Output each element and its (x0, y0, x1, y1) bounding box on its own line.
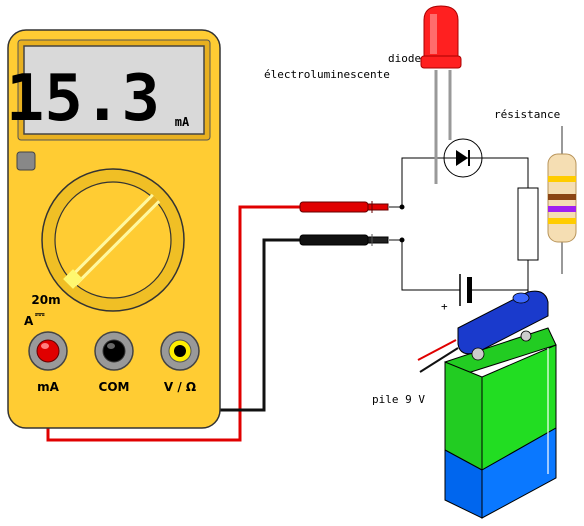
dc-symbol: ⎓ (35, 307, 45, 321)
display-value: 15.3 (6, 62, 160, 136)
jack-label-com: COM (99, 380, 130, 394)
display-unit: mA (175, 115, 190, 129)
mode-label: A (24, 314, 34, 328)
resistor-symbol (517, 187, 539, 261)
battery-9v (417, 290, 557, 519)
jack-v-ohm[interactable] (160, 331, 200, 371)
diode-symbol (443, 138, 483, 178)
circuit-schematic (399, 157, 529, 300)
diode-label-line2: électroluminescente (264, 68, 390, 81)
jack-label-v-ohm: V / Ω (164, 380, 196, 394)
resistor-component (547, 126, 577, 274)
jack-ma[interactable] (28, 331, 68, 371)
lcd-screen (23, 45, 205, 135)
led-component (420, 5, 462, 184)
battery-symbol (459, 274, 472, 306)
resistor-label: résistance (494, 108, 560, 121)
diode-label-line1: diode (388, 52, 421, 65)
jack-com[interactable] (94, 331, 134, 371)
battery-plus-label: + (441, 300, 448, 313)
battery-clip (457, 290, 549, 355)
power-button[interactable] (16, 151, 36, 171)
battery-label: pile 9 V (372, 393, 425, 406)
multimeter: 15.3 mA 20m A ⎓ mA (6, 29, 221, 429)
rotary-selector[interactable] (41, 168, 185, 312)
range-label: 20m (31, 293, 60, 307)
jack-label-ma: mA (37, 380, 60, 394)
